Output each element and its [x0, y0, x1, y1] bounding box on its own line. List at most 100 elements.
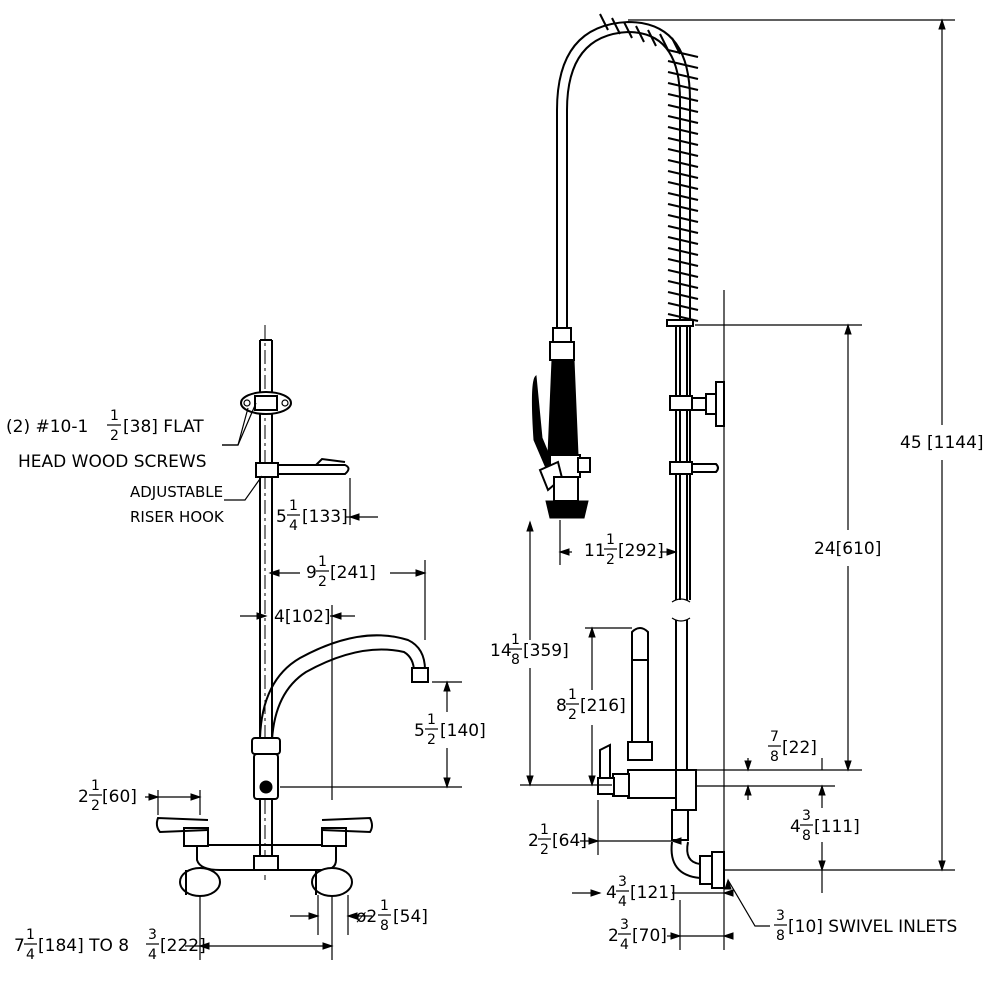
- handle-right: [321, 816, 373, 847]
- side-view: [531, 13, 725, 889]
- spring-coil: [667, 82, 699, 91]
- dimension-arrowhead: [526, 775, 534, 787]
- svg-text:8: 8: [556, 696, 567, 716]
- spring-coil: [667, 225, 699, 234]
- svg-text:[241]: [241]: [330, 563, 376, 583]
- svg-text:[222]: [222]: [160, 936, 206, 956]
- dim-valve-offset: 2 1 2 [64]: [528, 822, 587, 858]
- svg-text:1: 1: [511, 632, 520, 648]
- spring-coil: [667, 93, 699, 102]
- svg-text:[133]: [133]: [302, 507, 348, 527]
- spring-coil: [623, 21, 633, 39]
- screws-frac-den: 2: [110, 428, 119, 444]
- svg-text:1: 1: [606, 532, 615, 548]
- dim-inlet-offset: 4 3 4 [121]: [606, 874, 676, 910]
- dimension-arrowhead: [744, 760, 752, 772]
- spring-coil: [659, 33, 669, 51]
- svg-text:1: 1: [26, 927, 35, 943]
- dim-sprayer-reach: 11 1 2 [292]: [584, 532, 664, 568]
- svg-text:[60]: [60]: [102, 787, 137, 807]
- svg-text:[140]: [140]: [440, 721, 486, 741]
- dim-overall-height: 45 [1144]: [900, 433, 984, 453]
- screws-label-end: [38] FLAT: [123, 417, 204, 437]
- svg-text:8: 8: [380, 918, 389, 934]
- svg-text:4: 4: [790, 817, 801, 837]
- dimension-arrowhead: [148, 793, 160, 801]
- dimension-arrowhead: [722, 932, 734, 940]
- dimension-arrowhead: [588, 837, 600, 845]
- dimension-arrowhead: [558, 548, 570, 556]
- dimension-arrowhead: [256, 612, 268, 620]
- svg-text:2: 2: [318, 574, 327, 590]
- svg-text:[10] SWIVEL INLETS: [10] SWIVEL INLETS: [788, 917, 957, 937]
- spring-coil: [667, 60, 699, 69]
- dimension-arrowhead: [330, 612, 342, 620]
- svg-text:3: 3: [802, 808, 811, 824]
- svg-text:2: 2: [78, 787, 89, 807]
- svg-text:2: 2: [91, 798, 100, 814]
- side-spout: [627, 627, 653, 761]
- screws-frac-num: 1: [110, 408, 119, 424]
- svg-text:14: 14: [490, 641, 512, 661]
- dim-sprayer-height: 14 1 8 [359]: [490, 632, 569, 668]
- spring-coil: [667, 126, 699, 135]
- screws-label-line1: (2) #10-1: [6, 417, 88, 437]
- dimension-arrowhead: [443, 680, 451, 692]
- spring-coil: [667, 181, 699, 190]
- svg-text:[70]: [70]: [632, 926, 667, 946]
- hook-label-line1: ADJUSTABLE: [130, 483, 223, 501]
- spring-coil: [667, 269, 699, 278]
- svg-text:1: 1: [289, 498, 298, 514]
- dimension-arrows: [148, 18, 946, 950]
- wall-bracket: [240, 391, 292, 415]
- svg-text:[292]: [292]: [618, 541, 664, 561]
- svg-text:4: 4: [606, 883, 617, 903]
- svg-text:1: 1: [568, 687, 577, 703]
- dim-spout-height: 5 1 2 [140]: [414, 712, 486, 748]
- spring-coil: [667, 71, 699, 80]
- spring-coil: [667, 192, 699, 201]
- dim-spout-reach: 9 1 2 [241]: [306, 554, 376, 590]
- dimension-arrowhead: [938, 18, 946, 30]
- svg-text:3: 3: [148, 927, 157, 943]
- svg-text:[54]: [54]: [393, 907, 428, 927]
- svg-text:3: 3: [618, 874, 627, 890]
- svg-text:8: 8: [511, 652, 520, 668]
- dimension-arrowhead: [724, 878, 732, 890]
- svg-text:7: 7: [770, 729, 779, 745]
- spring-coil: [635, 25, 645, 43]
- spring-coil: [667, 49, 699, 58]
- svg-text:45 [1144]: 45 [1144]: [900, 433, 984, 453]
- dimension-arrowhead: [818, 860, 826, 872]
- spring-coil: [667, 214, 699, 223]
- spout: [259, 634, 429, 741]
- svg-text:8: 8: [770, 749, 779, 765]
- spring-coil: [667, 247, 699, 256]
- dimension-arrowhead: [588, 775, 596, 787]
- dim-flange-diameter: ø2 1 8 [54]: [356, 898, 428, 934]
- svg-text:[22]: [22]: [782, 738, 817, 758]
- svg-text:1: 1: [380, 898, 389, 914]
- svg-text:24[610]: 24[610]: [814, 539, 881, 559]
- dimension-arrowhead: [322, 942, 334, 950]
- dimension-arrowhead: [190, 793, 202, 801]
- spring-coil: [671, 37, 681, 55]
- dimension-arrowhead: [666, 548, 678, 556]
- dimension-arrowhead: [308, 912, 320, 920]
- spring-coil: [667, 203, 699, 212]
- front-view: [155, 325, 429, 897]
- svg-text:2: 2: [528, 831, 539, 851]
- dimension-arrowhead: [744, 784, 752, 796]
- side-riser: [666, 319, 725, 770]
- dimension-arrowhead: [348, 513, 360, 521]
- dimension-arrowhead: [526, 520, 534, 532]
- dimension-arrowhead: [670, 837, 682, 845]
- spring-coil: [667, 291, 699, 300]
- dim-centers: 7 1 4 [184] TO 8 3 4 [222]: [14, 927, 206, 963]
- dimension-lines: [145, 19, 955, 960]
- spring-coil: [667, 302, 699, 311]
- dimension-arrowhead: [268, 569, 280, 577]
- svg-text:2: 2: [427, 732, 436, 748]
- svg-text:5: 5: [276, 507, 287, 527]
